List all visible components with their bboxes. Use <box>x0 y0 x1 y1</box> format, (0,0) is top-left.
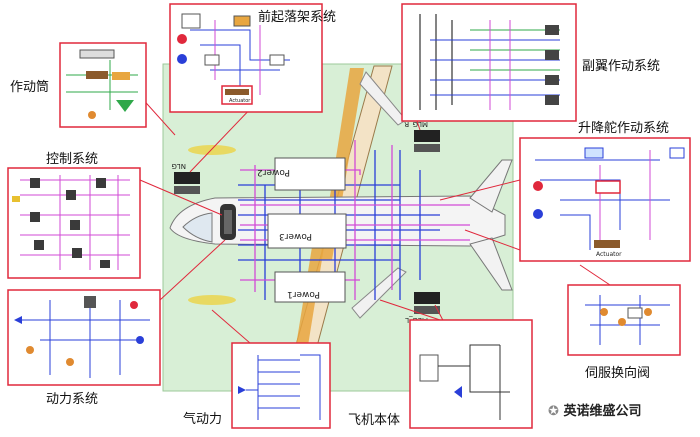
watermark-text: 英诺维盛公司 <box>563 404 642 419</box>
label-front-gear: 前起落架系统 <box>258 10 337 25</box>
label-servo-valve: 伺服换向阀 <box>585 366 651 381</box>
inset-elevator: Actuator <box>519 137 691 262</box>
nose-landing-gear: NLG <box>171 162 200 194</box>
power-unit-3: Power3 <box>267 213 347 249</box>
front-gear-actuator-label: Actuator <box>229 98 251 104</box>
elevator-actuator-label: Actuator <box>596 251 622 258</box>
label-power-system: 动力系统 <box>46 392 99 407</box>
inset-servo-valve <box>567 284 681 356</box>
power2-label: Power2 <box>257 167 290 177</box>
wechat-icon: ✪ <box>548 404 559 419</box>
tail-shape <box>469 159 513 291</box>
label-actuator-cylinder: 作动筒 <box>10 80 50 95</box>
inset-aerodynamics <box>231 342 331 429</box>
inset-power-system <box>7 289 161 386</box>
label-control: 控制系统 <box>46 152 99 167</box>
label-aero: 气动力 <box>183 412 223 427</box>
inset-aileron <box>401 3 577 122</box>
central-controller <box>220 204 236 240</box>
inset-airframe-body <box>409 319 533 429</box>
aero-glow <box>188 145 236 305</box>
label-aileron: 副翼作动系统 <box>582 59 661 74</box>
main-landing-gear-right: MLG_R <box>404 120 440 152</box>
inset-actuator-cylinder <box>59 42 147 128</box>
watermark: ✪ 英诺维盛公司 <box>548 400 641 419</box>
mlg-r-label: MLG_R <box>404 120 428 128</box>
inset-front-gear: Actuator <box>169 3 323 113</box>
inset-control-system <box>7 167 141 279</box>
power-unit-2: Power2 <box>257 157 346 191</box>
power-unit-1: Power1 <box>274 271 346 303</box>
label-airframe: 飞机本体 <box>348 413 401 428</box>
power1-label: Power1 <box>287 289 320 299</box>
callout-lines <box>129 84 611 351</box>
nlg-label: NLG <box>171 162 186 170</box>
power3-label: Power3 <box>279 231 312 241</box>
label-elevator: 升降舵作动系统 <box>578 121 670 136</box>
